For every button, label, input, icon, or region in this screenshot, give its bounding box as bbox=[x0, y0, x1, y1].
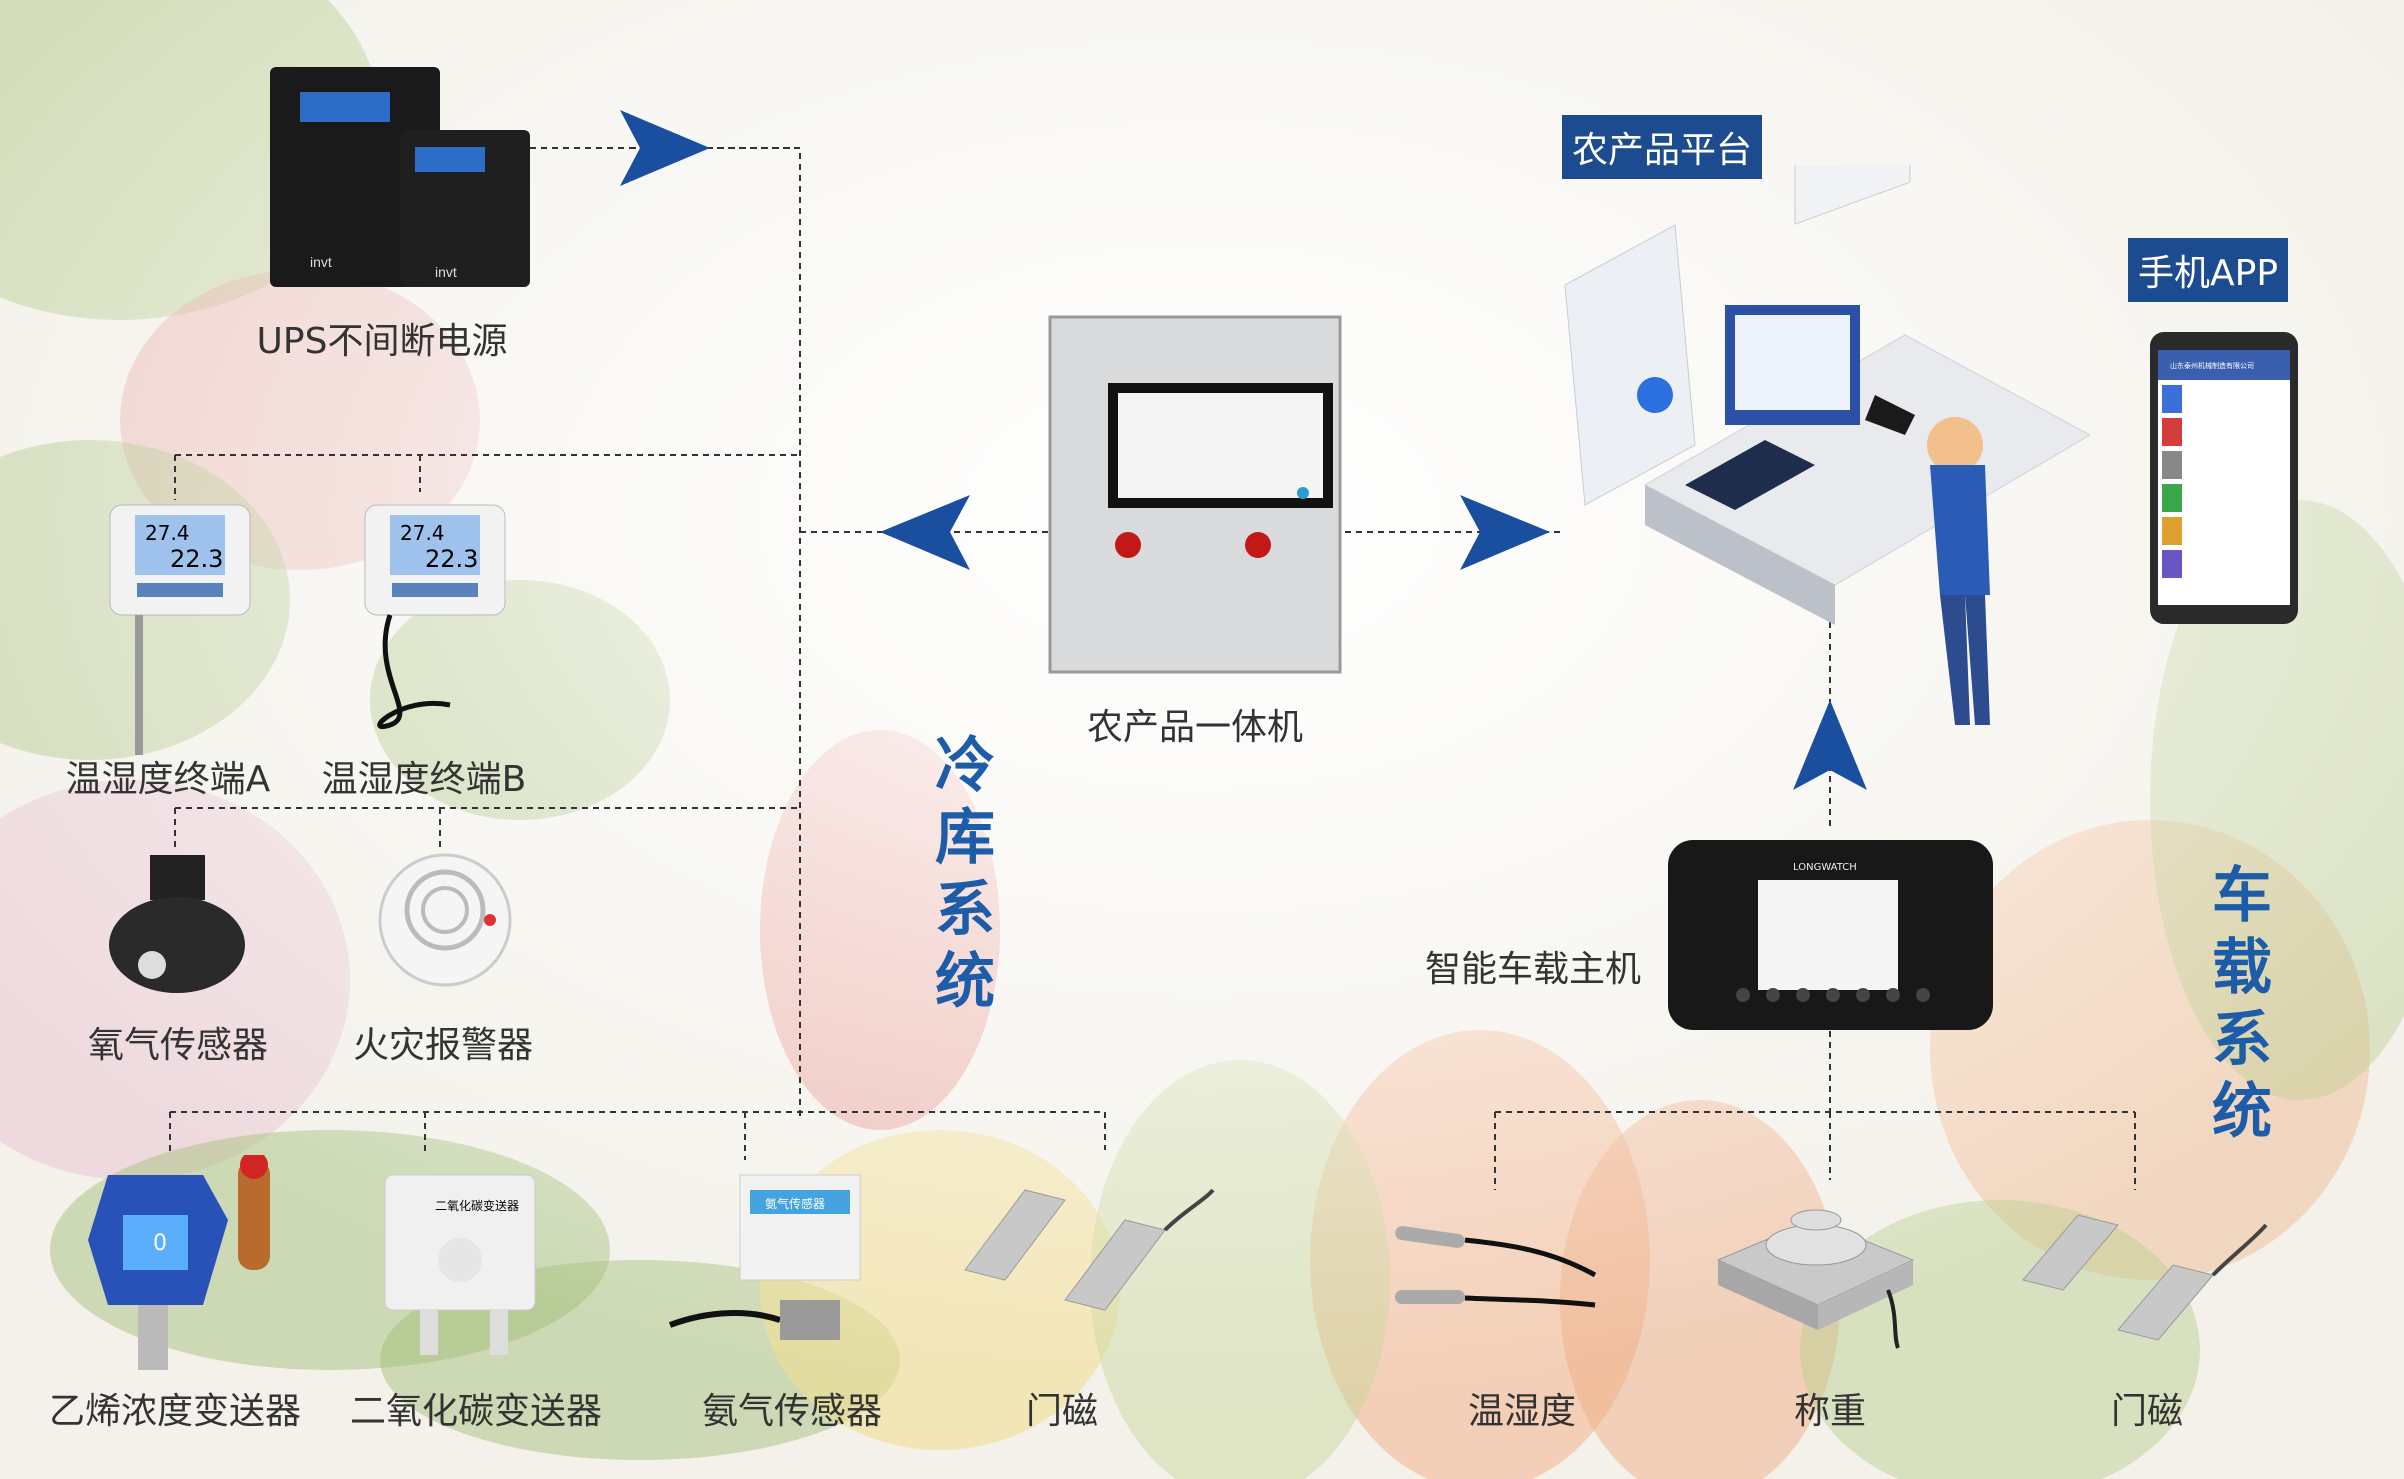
svg-text:氨气传感器: 氨气传感器 bbox=[765, 1196, 825, 1211]
svg-text:27.4: 27.4 bbox=[400, 521, 445, 545]
cold-storage-system-title: 冷 库 系 统 bbox=[935, 731, 995, 1017]
co2-transmitter: 二氧化碳变送器 bbox=[380, 1170, 550, 1360]
svg-text:invt: invt bbox=[435, 264, 457, 280]
svg-text:山东泰州机械制造有限公司: 山东泰州机械制造有限公司 bbox=[2170, 361, 2254, 370]
label-oxygen: 氧气传感器 bbox=[87, 1025, 269, 1066]
door-magnet-vehicle bbox=[2018, 1200, 2268, 1360]
label-co2: 二氧化碳变送器 bbox=[349, 1391, 603, 1432]
label-door-vehicle: 门磁 bbox=[2110, 1391, 2184, 1432]
vehicle-system-title: 车 载 系 统 bbox=[2212, 861, 2272, 1147]
svg-text:27.4: 27.4 bbox=[145, 521, 190, 545]
svg-text:0: 0 bbox=[153, 1231, 167, 1256]
ups-brand-text: invt bbox=[310, 254, 332, 270]
all-in-one-cabinet bbox=[1048, 315, 1343, 675]
label-door-cold: 门磁 bbox=[1025, 1391, 1099, 1432]
label-all-in-one: 农产品一体机 bbox=[1086, 707, 1304, 748]
platform-illustration bbox=[1545, 71, 2100, 725]
weighing-sensor bbox=[1708, 1190, 1923, 1350]
th-terminal-a: 27.4 22.3 bbox=[105, 495, 255, 765]
label-vehicle-host: 智能车载主机 bbox=[1424, 949, 1642, 990]
oxygen-sensor bbox=[105, 850, 250, 995]
label-fire: 火灾报警器 bbox=[352, 1025, 534, 1066]
svg-text:22.3: 22.3 bbox=[425, 545, 478, 573]
svg-text:LONGWATCH: LONGWATCH bbox=[1793, 862, 1857, 873]
label-th-b: 温湿度终端B bbox=[321, 759, 527, 800]
ups-device: invt invt bbox=[265, 62, 535, 292]
svg-text:22.3: 22.3 bbox=[170, 545, 223, 573]
label-ammonia: 氨气传感器 bbox=[701, 1391, 883, 1432]
mobile-phone: 山东泰州机械制造有限公司 bbox=[2148, 330, 2300, 627]
vehicle-host: LONGWATCH bbox=[1663, 820, 1998, 1035]
door-magnet-cold bbox=[955, 1170, 1215, 1340]
platform-title: 农产品平台 bbox=[1562, 115, 1763, 179]
fire-alarm bbox=[375, 850, 515, 990]
svg-text:二氧化碳变送器: 二氧化碳变送器 bbox=[435, 1198, 519, 1213]
ammonia-sensor: 氨气传感器 bbox=[650, 1170, 870, 1370]
vehicle-th-probe bbox=[1390, 1220, 1600, 1330]
label-th-a: 温湿度终端A bbox=[65, 759, 271, 800]
ethylene-transmitter: 0 bbox=[88, 1151, 288, 1375]
label-ethylene: 乙烯浓度变送器 bbox=[48, 1391, 302, 1432]
app-title: 手机APP bbox=[2128, 238, 2289, 302]
th-terminal-b: 27.4 22.3 bbox=[360, 495, 510, 745]
label-ups: UPS不间断电源 bbox=[256, 321, 508, 362]
label-th-vehicle: 温湿度 bbox=[1467, 1391, 1577, 1432]
label-weighing: 称重 bbox=[1793, 1391, 1867, 1432]
